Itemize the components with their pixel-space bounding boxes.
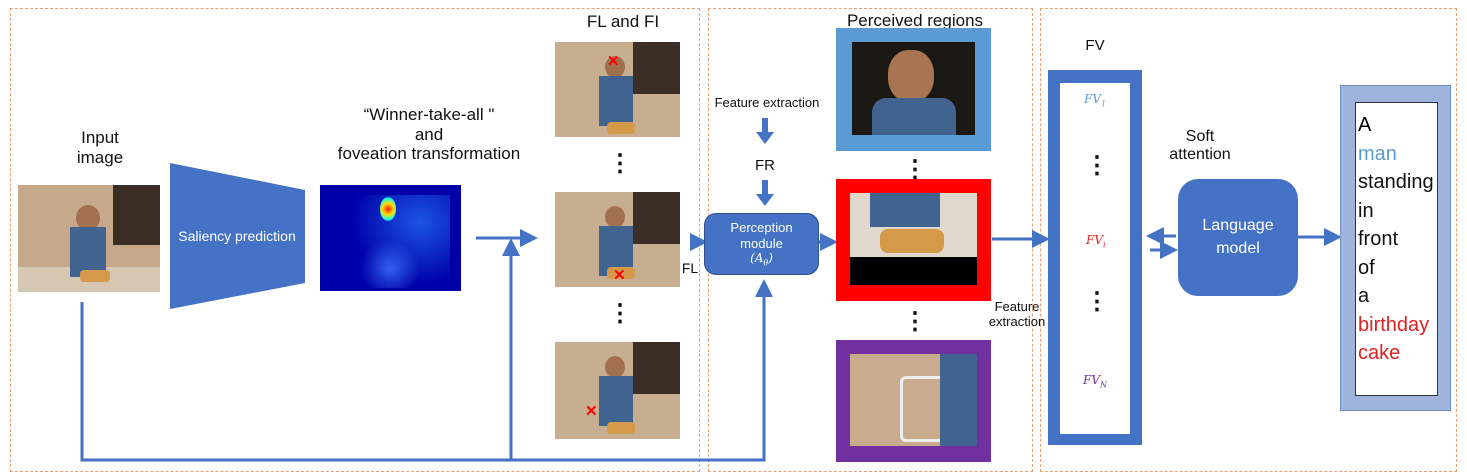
fl-label: FL <box>681 260 699 276</box>
fl-fi-label: FL and FI <box>586 12 660 31</box>
caption-word-man: man <box>1358 142 1397 165</box>
region-dots-2: ⋮ <box>903 308 927 335</box>
fv-dots-1: ⋮ <box>1085 152 1109 179</box>
input-image <box>18 185 160 292</box>
input-image-label: Input image <box>76 128 124 167</box>
perceived-region-person <box>836 28 991 151</box>
fv-item-n: FVN <box>1083 373 1107 390</box>
perceived-region-cake <box>836 179 991 301</box>
perceived-region-chair <box>836 340 991 462</box>
fv-dots-2: ⋮ <box>1085 288 1109 315</box>
input-feedback-line <box>80 279 773 462</box>
region-dots-1: ⋮ <box>903 156 927 183</box>
perceived-regions-label: Perceived regions <box>846 11 984 30</box>
fixation-dots-2: ⋮ <box>608 300 632 327</box>
feature-extraction-top-label: Feature extraction <box>714 95 820 110</box>
fixation-image-3: ✕ <box>555 342 680 439</box>
fixation-dots-1: ⋮ <box>608 150 632 177</box>
caption-frame <box>1340 85 1451 411</box>
caption-word-front: front <box>1358 228 1399 250</box>
feature-extraction-right-label: Feature extraction <box>988 299 1046 329</box>
caption-word-cake: cake <box>1358 342 1401 364</box>
perception-module: Perception module (Aθ) <box>704 213 819 275</box>
fv-container <box>1048 70 1142 445</box>
saliency-prediction-label: Saliency prediction <box>178 228 296 244</box>
fv-label: FV <box>1085 37 1105 54</box>
wta-label: “Winner-take-all " and foveation transfo… <box>337 105 521 164</box>
caption-word-a2: a <box>1358 285 1370 307</box>
saliency-heatmap <box>320 185 461 291</box>
fv-item-1: FV1 <box>1084 92 1107 109</box>
fixation-image-1: ✕ <box>555 42 680 137</box>
caption-word-of: of <box>1358 256 1375 279</box>
perception-module-label: Perception module <box>730 219 793 251</box>
fr-label: FR <box>755 157 775 174</box>
fixation-image-2: ✕ <box>555 192 680 287</box>
caption-word-in: in <box>1358 199 1374 222</box>
caption-text: A man standing in front of a birthday ca… <box>1358 111 1444 368</box>
fv-item-i: FVi <box>1086 233 1106 250</box>
soft-attention-label: Soft attention <box>1169 128 1231 164</box>
caption-word-a: A <box>1358 114 1372 136</box>
perception-module-param: (Aθ) <box>750 251 773 268</box>
caption-word-birthday: birthday <box>1358 313 1430 336</box>
language-model: Language model <box>1178 179 1298 296</box>
saliency-trapezoid <box>170 163 305 309</box>
caption-word-standing: standing <box>1358 171 1434 193</box>
